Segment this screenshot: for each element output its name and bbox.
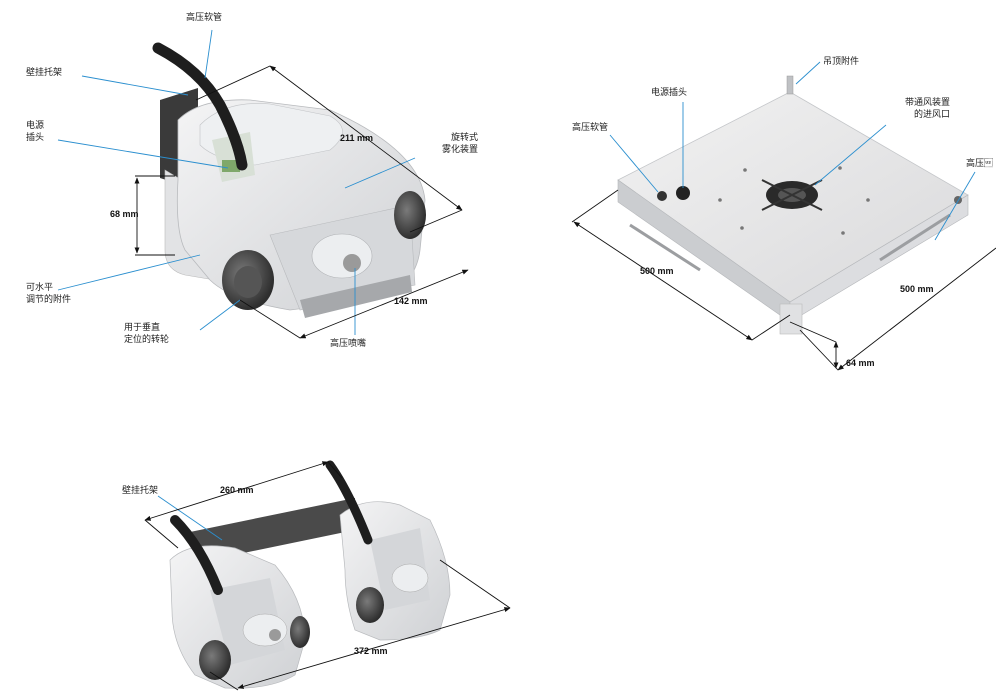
fig2-label-power-plug: 电源插头: [651, 88, 688, 98]
fig1-label-vertical-wheel: 用于垂直 定位的转轮: [124, 323, 170, 345]
fig3-dim-bottom: 372 mm: [354, 646, 388, 656]
fig2-label-air-inlet: 带通风装置 的进风口: [904, 98, 950, 120]
fig1-dimensions: [134, 65, 469, 339]
fig1-label-power-plug: 电源 插头: [26, 121, 45, 143]
fig1-device: [152, 42, 426, 318]
fig2-dim-left: 500 mm: [640, 266, 674, 276]
fig1-label-wall-bracket: 壁挂托架: [26, 68, 63, 78]
fig2-dim-right: 500 mm: [900, 284, 934, 294]
fig2-dimensions: [571, 189, 996, 371]
fig1-label-nozzle: 高压喷嘴: [330, 339, 367, 349]
fig2-label-ceiling-attachment: 吊顶附件: [823, 57, 860, 67]
fig2-label-hose-right: 高压: [966, 159, 994, 169]
fig1-dim-length: 211 mm: [340, 133, 374, 143]
fig1-label-rotary-atomizer: 旋转式 雾化装置: [441, 133, 478, 155]
fig3-dimensions: [144, 461, 511, 691]
fig1-dim-height: 68 mm: [110, 209, 139, 219]
fig1-dim-width: 142 mm: [394, 296, 428, 306]
fig2-label-hose: 高压软管: [572, 123, 609, 133]
fig3-dim-top: 260 mm: [220, 485, 254, 495]
fig2-leaders: [609, 61, 976, 241]
fig1-label-hose: 高压软管: [186, 13, 223, 23]
fig1-label-adjustable-attachment: 可水平 调节的附件: [26, 283, 72, 305]
fig3-label-wall-bracket: 壁挂托架: [122, 486, 159, 496]
fig2-dim-height: 64 mm: [846, 358, 875, 368]
